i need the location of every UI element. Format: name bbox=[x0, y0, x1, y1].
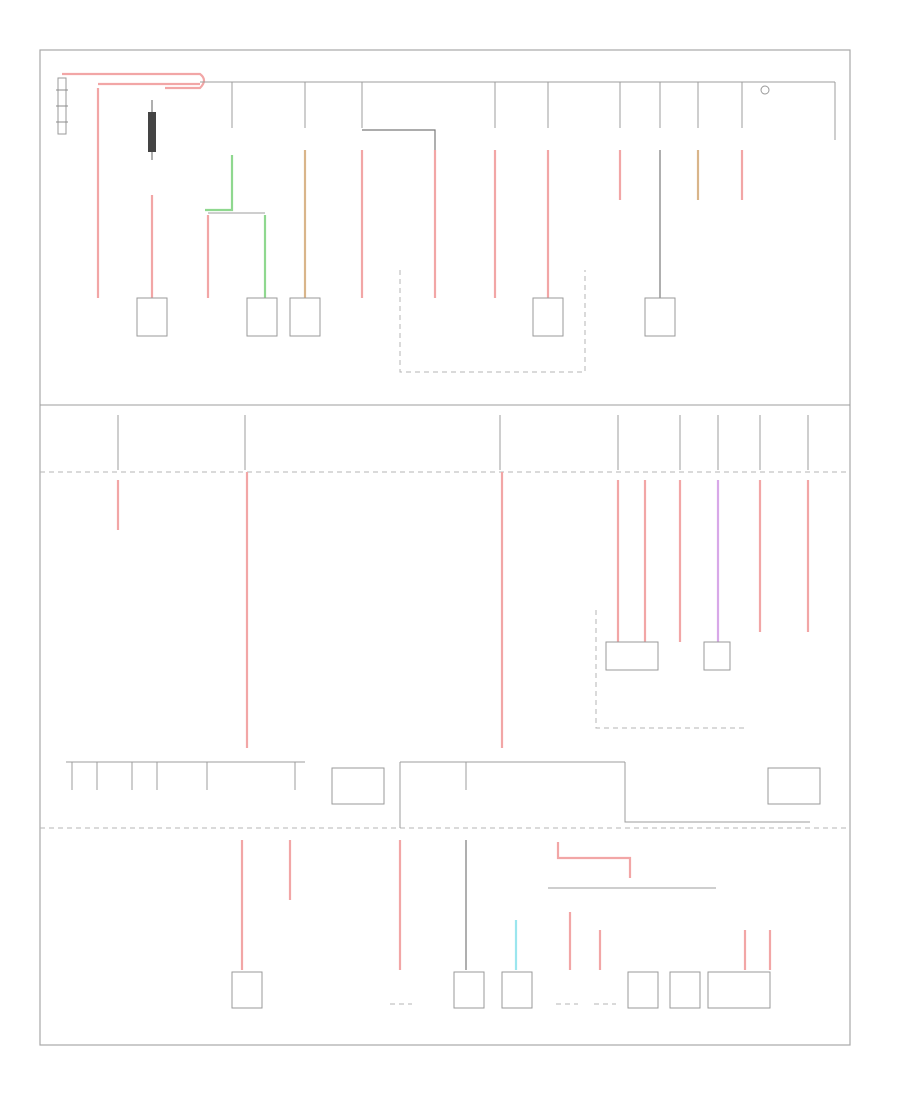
lower-box-1 bbox=[231, 971, 263, 1009]
component-box-mid-3 bbox=[703, 641, 731, 671]
lower-box-6 bbox=[707, 971, 771, 1009]
lower-box-2 bbox=[453, 971, 485, 1009]
upper-section bbox=[56, 72, 836, 373]
lower-module-box-1 bbox=[331, 767, 385, 805]
lower-section bbox=[40, 761, 850, 1009]
component-box-mid-1 bbox=[605, 641, 659, 671]
diagram-frame bbox=[39, 49, 851, 1046]
generator-fuse-link bbox=[148, 112, 156, 152]
pdc-outline-upper bbox=[399, 270, 586, 373]
component-box-upper-6 bbox=[532, 297, 564, 337]
generator-box bbox=[136, 297, 168, 337]
component-box-upper-4 bbox=[289, 297, 321, 337]
upper-fuse-drops bbox=[231, 82, 743, 128]
lower-box-3 bbox=[501, 971, 533, 1009]
pdc-outline-middle bbox=[595, 610, 745, 729]
battery-wire bbox=[62, 72, 206, 90]
lower-box-5 bbox=[669, 971, 701, 1009]
battery-symbol bbox=[56, 77, 68, 135]
lower-box-4 bbox=[627, 971, 659, 1009]
lower-module-box-2 bbox=[767, 767, 821, 805]
component-box-upper-8 bbox=[644, 297, 676, 337]
component-box-upper-3 bbox=[246, 297, 278, 337]
middle-section bbox=[40, 404, 850, 748]
